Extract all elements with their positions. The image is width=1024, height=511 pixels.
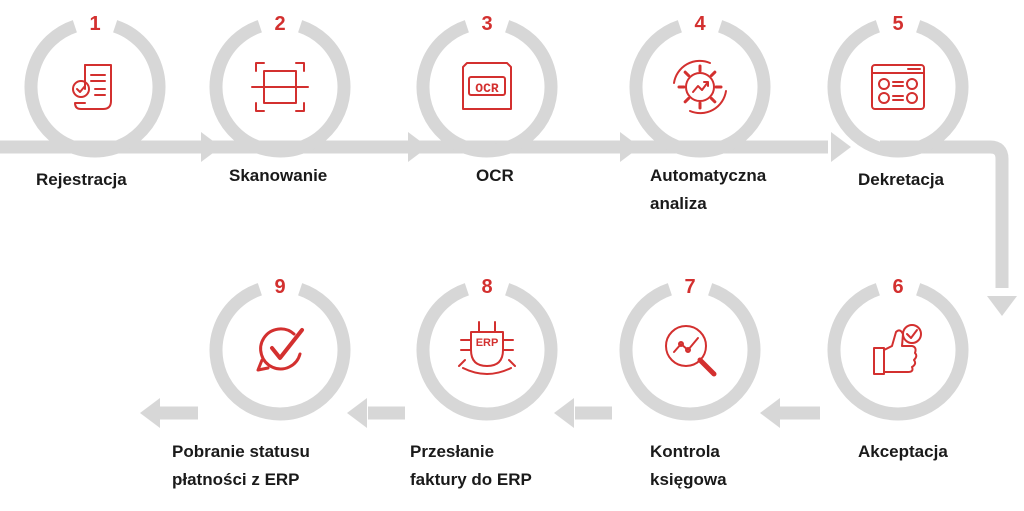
step-label-line: Akceptacja xyxy=(858,442,948,461)
refresh-check-icon xyxy=(256,327,304,372)
step-number: 5 xyxy=(892,13,903,35)
dashboard-form-icon xyxy=(871,64,925,110)
step-label-line: faktury do ERP xyxy=(410,470,532,489)
magnifier-chart-icon xyxy=(665,325,717,377)
step-label-line: płatności z ERP xyxy=(172,470,300,489)
erp-chip-icon: ERP xyxy=(458,321,516,375)
step-number: 6 xyxy=(892,276,903,298)
step-label-line: Dekretacja xyxy=(858,170,945,189)
arrowhead xyxy=(201,132,221,162)
step-label-line: Przesłanie xyxy=(410,442,495,461)
step-loop xyxy=(416,7,558,158)
step-label: Przesłanie faktury do ERP xyxy=(410,438,532,494)
step-number: 8 xyxy=(481,276,492,298)
arrowhead xyxy=(620,132,640,162)
step-loop xyxy=(827,270,969,421)
step-number: 1 xyxy=(89,13,100,35)
step-loop xyxy=(209,7,351,158)
arrowhead xyxy=(554,398,574,428)
scan-frame-icon xyxy=(251,62,309,112)
step-label-line: Pobranie statusu xyxy=(172,442,310,461)
arrowhead xyxy=(347,398,367,428)
step-label: OCR xyxy=(476,162,514,190)
arrowhead xyxy=(987,296,1017,316)
step-number: 2 xyxy=(274,13,285,35)
step-label-line: analiza xyxy=(650,194,707,213)
step-label: Pobranie statusu płatności z ERP xyxy=(172,438,310,494)
arrowhead xyxy=(760,398,780,428)
step-label-line: Skanowanie xyxy=(229,166,328,185)
step-number: 4 xyxy=(694,13,706,35)
arrowhead xyxy=(408,132,428,162)
gear-chart-icon xyxy=(673,59,727,115)
step-label-line: Rejestracja xyxy=(36,170,127,189)
ocr-icon-text: OCR xyxy=(475,81,499,96)
ocr-icon: OCR xyxy=(462,62,512,110)
step-number: 3 xyxy=(481,13,492,35)
step-loop xyxy=(24,7,166,158)
step-loop xyxy=(629,7,771,158)
document-check-icon xyxy=(72,64,112,110)
step-label: Automatyczna analiza xyxy=(650,162,766,218)
step-loop xyxy=(619,270,761,421)
step-number: 9 xyxy=(274,276,285,298)
step-label-line: księgowa xyxy=(650,470,727,489)
thumbs-up-check-icon xyxy=(873,324,922,375)
step-loop xyxy=(416,270,558,421)
step-label: Skanowanie xyxy=(229,162,327,190)
step-label: Kontrola księgowa xyxy=(650,438,727,494)
step-number: 7 xyxy=(684,276,695,298)
step-label-line: OCR xyxy=(476,166,514,185)
arrowhead xyxy=(831,132,851,162)
step-loop xyxy=(209,270,351,421)
erp-icon-text: ERP xyxy=(476,337,499,349)
arrowhead xyxy=(140,398,160,428)
track-segment xyxy=(880,140,1009,288)
step-label: Rejestracja xyxy=(36,166,127,194)
step-label-line: Automatyczna xyxy=(650,166,767,185)
step-label: Dekretacja xyxy=(858,166,944,194)
step-label: Akceptacja xyxy=(858,438,948,466)
step-loop xyxy=(827,7,969,158)
step-label-line: Kontrola xyxy=(650,442,720,461)
